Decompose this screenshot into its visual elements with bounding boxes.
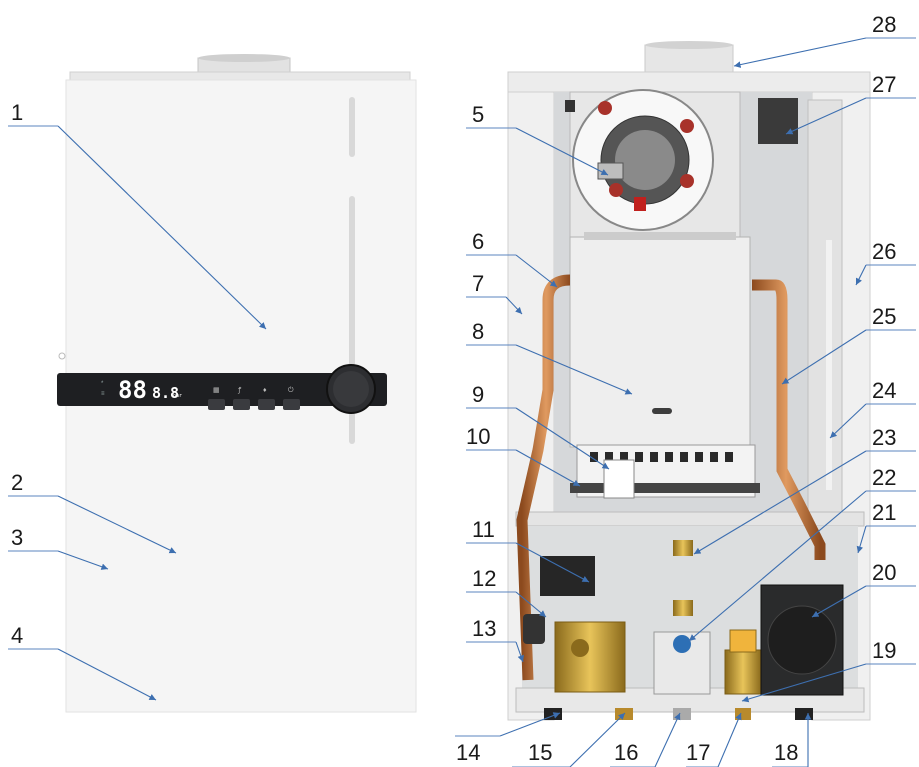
callout-13: 13 — [472, 616, 496, 641]
callout-12: 12 — [472, 566, 496, 591]
open-boiler — [507, 41, 871, 721]
callout-7: 7 — [472, 271, 484, 296]
mode-button — [208, 399, 225, 410]
heat-exchanger — [569, 236, 751, 448]
gas-nozzle — [634, 197, 646, 211]
callout-5: 5 — [472, 102, 484, 127]
callout-27: 27 — [872, 72, 896, 97]
display-unit: bar — [173, 393, 182, 399]
gas-valve-motor — [540, 556, 595, 596]
callout-2: 2 — [11, 470, 23, 495]
right-channel — [807, 99, 843, 521]
callout-8: 8 — [472, 319, 484, 344]
callout-17: 17 — [686, 740, 710, 765]
callout-22: 22 — [872, 465, 896, 490]
display-digits-small: 8.8 — [152, 384, 179, 402]
callout-23: 23 — [872, 425, 896, 450]
callout-1: 1 — [11, 100, 23, 125]
leader-lines — [8, 37, 916, 767]
callout-numbers: 1 2 3 4 5 6 7 8 9 10 11 12 13 14 15 16 1… — [11, 12, 896, 765]
callout-21: 21 — [872, 500, 896, 525]
connector-16 — [673, 708, 691, 720]
power-button — [283, 399, 300, 410]
gas-valve-body — [554, 621, 626, 693]
closed-boiler: * ≡ 88 8.8 bar ▦ ꝭ ♦ ⏻ — [57, 54, 417, 713]
callout-26: 26 — [872, 239, 896, 264]
callout-10: 10 — [466, 424, 490, 449]
callout-6: 6 — [472, 229, 484, 254]
callout-9: 9 — [472, 382, 484, 407]
hot-water-button — [258, 399, 275, 410]
callout-24: 24 — [872, 378, 896, 403]
air-pressure-switch — [758, 98, 798, 144]
heating-button — [233, 399, 250, 410]
top-frame — [507, 71, 871, 93]
callout-20: 20 — [872, 560, 896, 585]
control-panel — [57, 373, 387, 406]
callout-4: 4 — [11, 623, 23, 648]
flame-icon: ♦ — [263, 387, 267, 394]
pressure-switch-box — [565, 100, 575, 112]
pipe-left — [516, 274, 571, 681]
display-digits-main: 88 — [118, 376, 147, 404]
callout-19: 19 — [872, 638, 896, 663]
panel-buttons[interactable]: ▦ ꝭ ♦ ⏻ — [208, 386, 300, 410]
callout-14: 14 — [456, 740, 480, 765]
callout-3: 3 — [11, 525, 23, 550]
mode-icon: ▦ — [213, 387, 220, 394]
callout-16: 16 — [614, 740, 638, 765]
callout-28: 28 — [872, 12, 896, 37]
callout-11: 11 — [472, 517, 495, 542]
tap-icon: ꝭ — [237, 386, 242, 394]
radiator-icon: ≡ — [101, 391, 105, 397]
callout-25: 25 — [872, 304, 896, 329]
connector-17 — [735, 708, 751, 720]
power-icon: ⏻ — [288, 386, 294, 394]
pipe-right — [752, 279, 826, 560]
display: * ≡ 88 8.8 bar — [101, 376, 182, 404]
snowflake-icon: * — [101, 381, 104, 387]
connector-18 — [795, 708, 813, 720]
vent-slot-top — [349, 97, 355, 157]
water-filter — [724, 649, 762, 695]
electrodes — [603, 459, 635, 499]
callout-18: 18 — [774, 740, 798, 765]
callout-15: 15 — [528, 740, 552, 765]
